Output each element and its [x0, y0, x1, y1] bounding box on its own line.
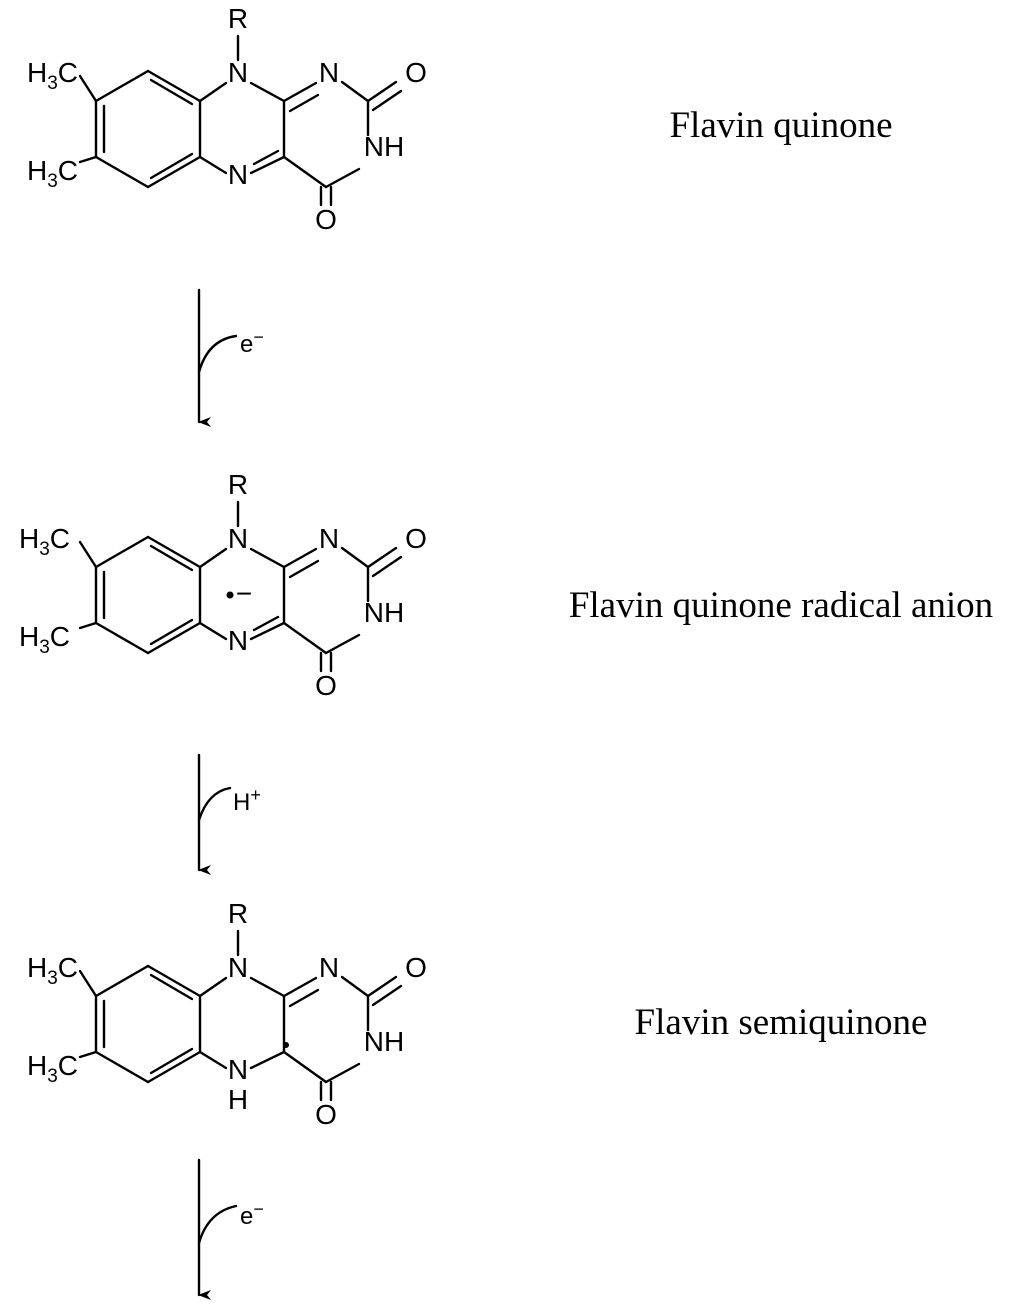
reaction-arrow-3: e− — [197, 1158, 264, 1300]
substituent-r-label: R — [228, 469, 248, 500]
n5-label: N — [228, 625, 248, 656]
n5-label: N — [228, 159, 248, 190]
methyl-top-label: H3C — [27, 952, 78, 989]
o2-label: O — [405, 952, 427, 983]
n5-label: N — [228, 1054, 248, 1085]
substituent-r-label: R — [228, 3, 248, 34]
reagent-label-2: H+ — [233, 785, 261, 816]
methyl-top-label: H3C — [19, 523, 70, 560]
methyl-top-label: H3C — [27, 57, 78, 94]
n5-hydrogen-label: H — [228, 1084, 248, 1115]
substituent-r-label: R — [228, 898, 248, 929]
o4-label: O — [315, 1099, 337, 1130]
structure-name-1: Flavin quinone — [669, 105, 892, 146]
reagent-label-1: e− — [240, 327, 264, 358]
methyl-bottom-label: H3C — [19, 621, 70, 658]
o2-label: O — [405, 57, 427, 88]
reagent-label-3: e− — [240, 1199, 264, 1230]
n1-label: N — [319, 57, 339, 88]
n1-label: N — [319, 952, 339, 983]
structure-flavin-quinone: R N N N O NH O H3C H3C — [27, 3, 427, 235]
o4-label: O — [315, 670, 337, 701]
structure-flavin-semiquinone: R N N N H O NH O H3C H3C — [27, 898, 427, 1130]
anion-charge-label: − — [236, 578, 252, 609]
n10-label: N — [228, 952, 248, 983]
nh3-label: NH — [364, 131, 404, 162]
methyl-bottom-label: H3C — [27, 1050, 78, 1087]
reaction-arrow-2: H+ — [197, 753, 261, 875]
reaction-arrow-1: e− — [197, 288, 264, 427]
methyl-bottom-label: H3C — [27, 155, 78, 192]
radical-dot — [226, 591, 234, 599]
radical-dot — [283, 1042, 289, 1048]
o2-label: O — [405, 523, 427, 554]
o4-label: O — [315, 204, 337, 235]
n10-label: N — [228, 523, 248, 554]
nh3-label: NH — [364, 1026, 404, 1057]
n10-label: N — [228, 57, 248, 88]
nh3-label: NH — [364, 597, 404, 628]
n1-label: N — [319, 523, 339, 554]
structure-name-2: Flavin quinone radical anion — [569, 585, 993, 626]
structure-name-3: Flavin semiquinone — [635, 1002, 928, 1043]
structure-flavin-quinone-radical-anion: R N N N O NH O − H3C H3C — [19, 469, 427, 701]
